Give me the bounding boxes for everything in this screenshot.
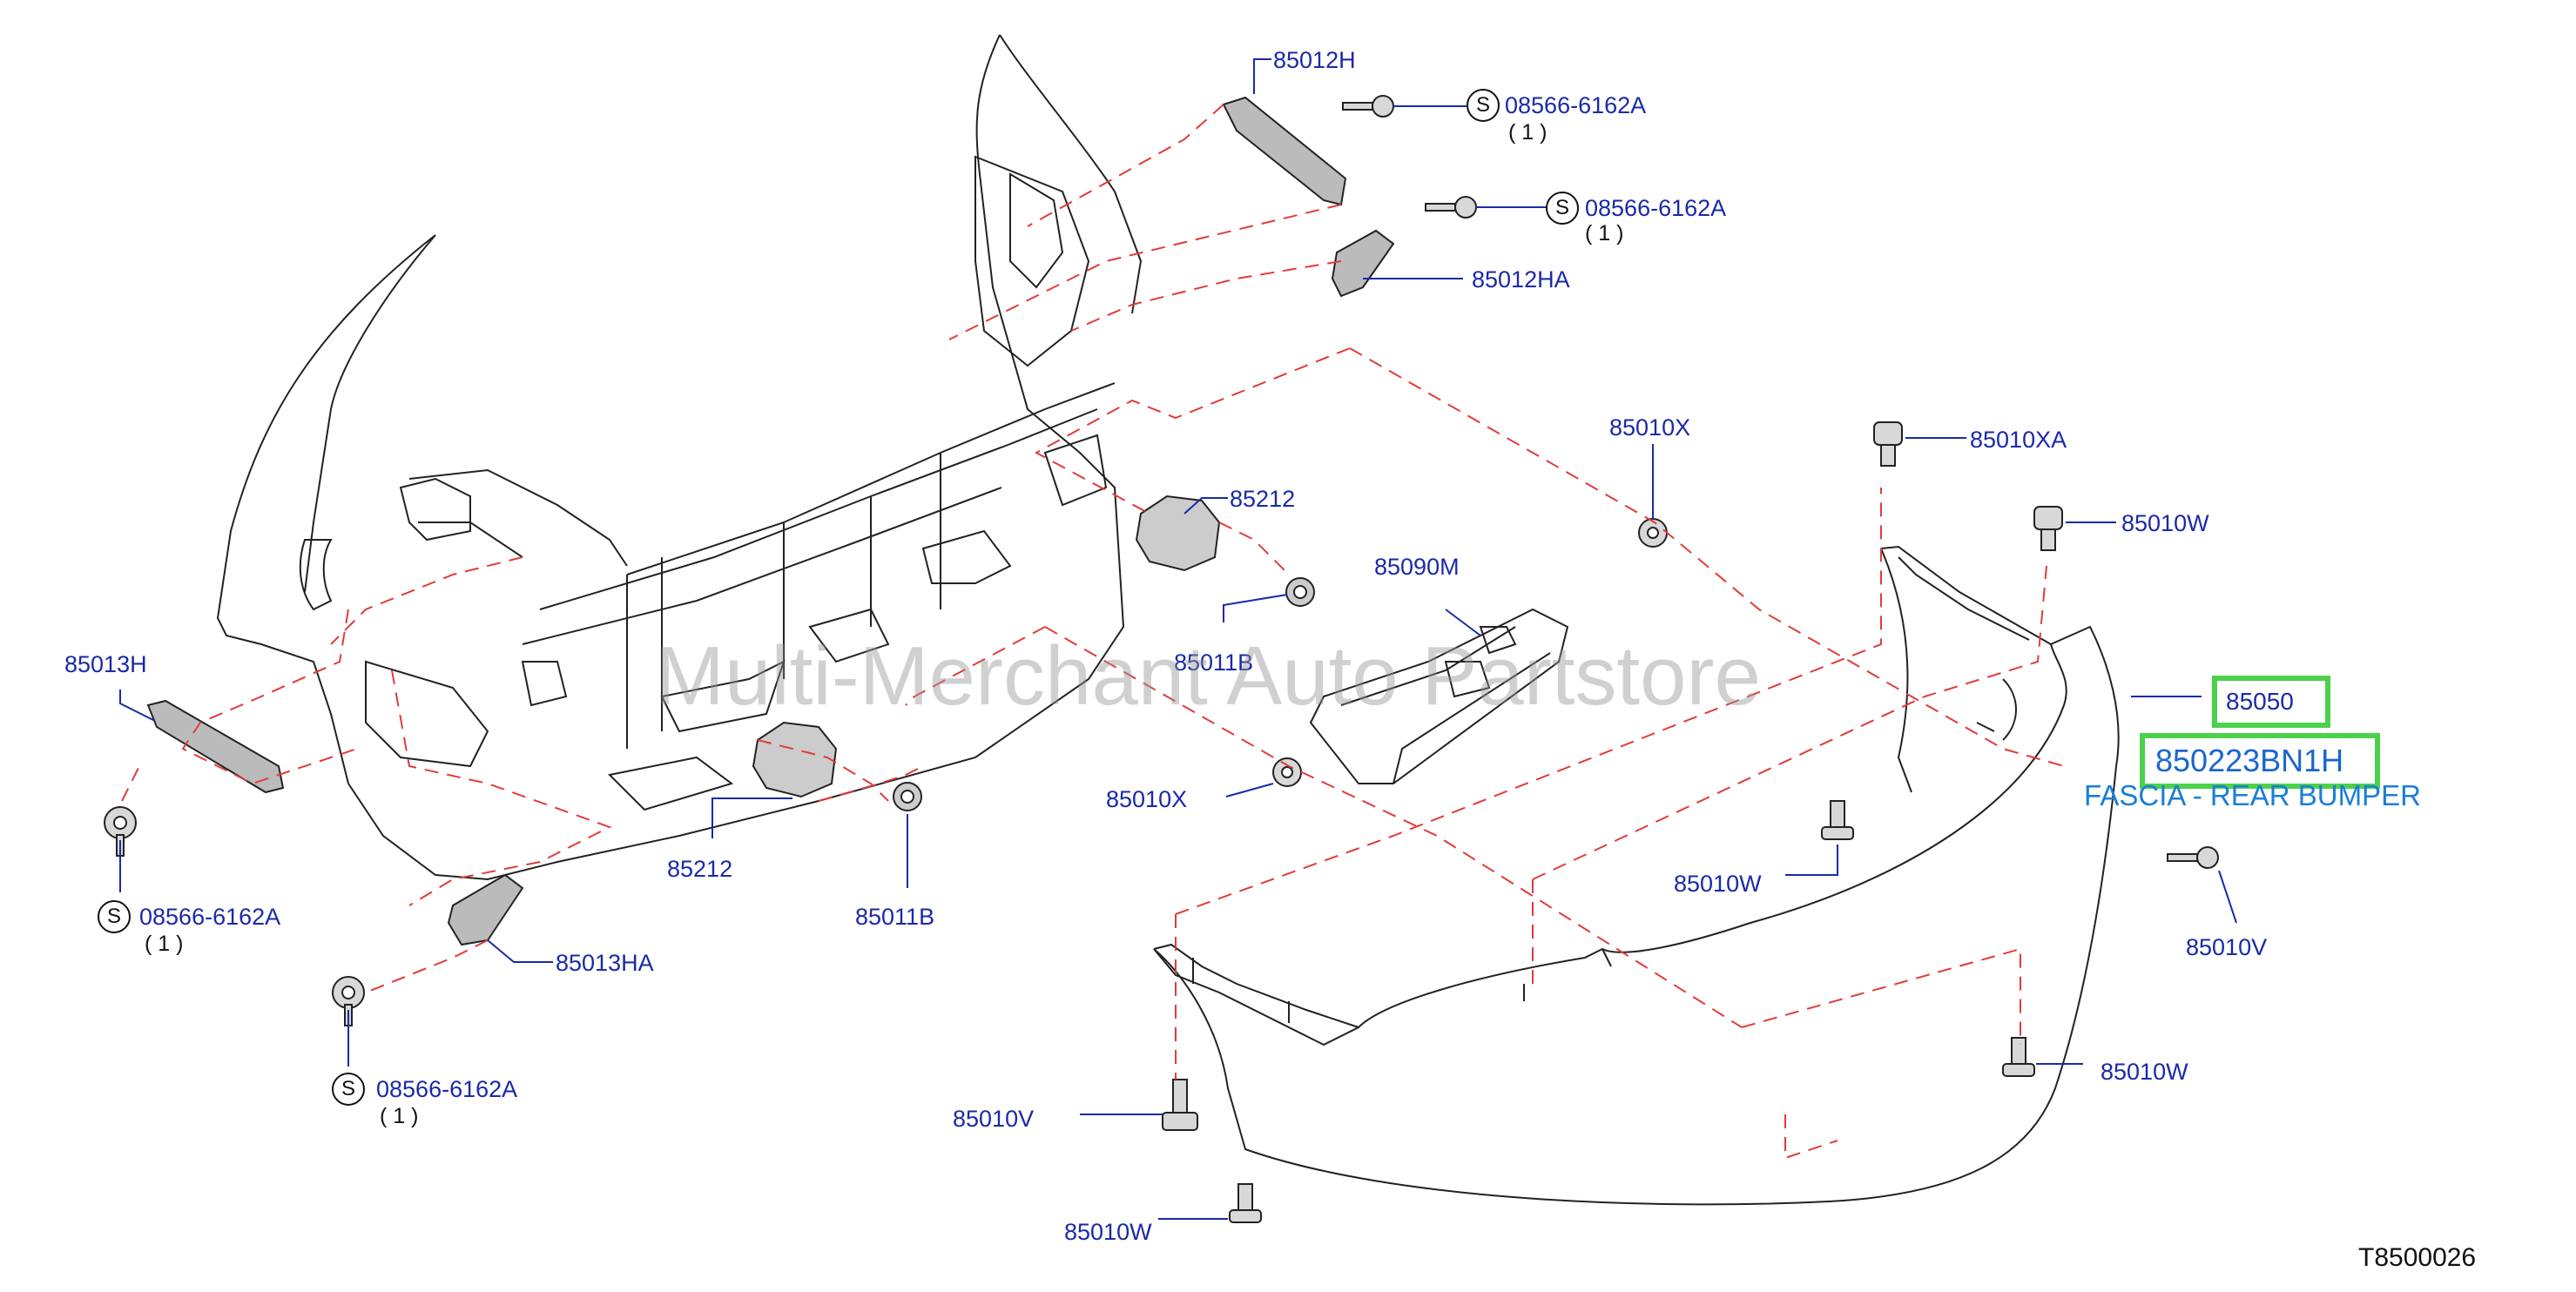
fasteners xyxy=(104,95,2219,1223)
symbol-s-4: S xyxy=(332,1073,365,1106)
leader-lines xyxy=(119,58,2237,1220)
callout-85010W-bottom-left[interactable]: 85010W xyxy=(1064,1219,1152,1245)
callout-08566-6162A-4[interactable]: 08566-6162A xyxy=(376,1076,518,1102)
rear-body-panel xyxy=(216,34,1143,881)
callout-85012HA[interactable]: 85012HA xyxy=(1472,266,1570,293)
callout-08566-6162A-2[interactable]: 08566-6162A xyxy=(1585,195,1727,221)
brackets xyxy=(146,96,1395,946)
qty-4: ( 1 ) xyxy=(380,1104,419,1128)
callout-85090M[interactable]: 85090M xyxy=(1374,554,1460,580)
callout-85010X-mid[interactable]: 85010X xyxy=(1106,786,1188,812)
diagram-code: T8500026 xyxy=(2358,1243,2477,1272)
callout-85011B-bottom[interactable]: 85011B xyxy=(855,904,935,930)
highlight-part-85050[interactable]: 85050 xyxy=(2212,676,2330,728)
highlight-part-850223BN1H[interactable]: 850223BN1H xyxy=(2140,733,2380,789)
callout-85010V-right[interactable]: 85010V xyxy=(2186,934,2268,960)
callout-85010W-right[interactable]: 85010W xyxy=(2121,510,2209,536)
isolators xyxy=(752,495,1315,811)
callout-85010W-mid[interactable]: 85010W xyxy=(1674,871,1762,897)
callout-85010W-bottom-right[interactable]: 85010W xyxy=(2101,1059,2188,1085)
rear-bumper-fascia xyxy=(1153,545,2120,1206)
alignment-lines xyxy=(121,104,2065,1160)
callout-08566-6162A-3[interactable]: 08566-6162A xyxy=(139,904,281,930)
watermark: Multi-Merchant Auto Partstore xyxy=(655,629,1761,723)
callout-08566-6162A-1[interactable]: 08566-6162A xyxy=(1505,92,1647,118)
callout-85012H[interactable]: 85012H xyxy=(1273,47,1356,73)
bumper-absorber xyxy=(1309,608,1569,784)
symbol-s-3: S xyxy=(98,900,131,933)
callout-85010V-left[interactable]: 85010V xyxy=(953,1106,1035,1132)
callout-85010X-top[interactable]: 85010X xyxy=(1609,414,1691,441)
callout-85212-bottom[interactable]: 85212 xyxy=(667,856,733,882)
qty-3: ( 1 ) xyxy=(145,932,184,956)
callout-85010XA[interactable]: 85010XA xyxy=(1970,427,2067,453)
qty-1: ( 1 ) xyxy=(1508,120,1548,145)
callout-85013H[interactable]: 85013H xyxy=(64,651,147,677)
symbol-s-1: S xyxy=(1467,89,1500,122)
symbol-s-2: S xyxy=(1546,192,1579,225)
callout-85212-top[interactable]: 85212 xyxy=(1230,486,1296,512)
callout-85011B-top[interactable]: 85011B xyxy=(1174,649,1254,676)
part-description: FASCIA - REAR BUMPER xyxy=(2084,779,2421,811)
qty-2: ( 1 ) xyxy=(1585,221,1624,246)
callout-85013HA[interactable]: 85013HA xyxy=(556,950,654,976)
